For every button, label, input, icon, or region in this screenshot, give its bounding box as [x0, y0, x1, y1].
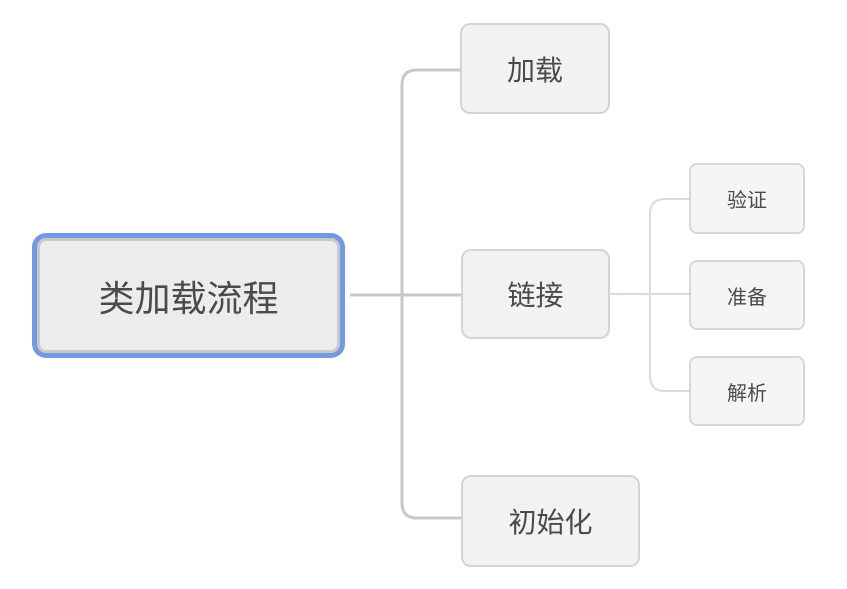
- root-node-label: 类加载流程: [98, 277, 279, 319]
- node-load-label: 加载: [506, 54, 563, 86]
- node-link[interactable]: 链接: [461, 249, 610, 339]
- node-initialize-label: 初始化: [508, 507, 593, 538]
- node-verify-label: 验证: [727, 190, 767, 212]
- node-verify[interactable]: 验证: [689, 163, 805, 234]
- node-prepare[interactable]: 准备: [689, 260, 805, 330]
- connector-subtrunk-verify-resolve: [649, 198, 690, 392]
- node-resolve[interactable]: 解析: [689, 356, 805, 426]
- node-initialize[interactable]: 初始化: [461, 475, 640, 567]
- root-node-class-loading-process[interactable]: 类加载流程: [37, 238, 340, 353]
- node-prepare-label: 准备: [727, 286, 767, 309]
- connector-trunk-load-init: [400, 68, 462, 520]
- node-load[interactable]: 加载: [460, 23, 610, 114]
- node-resolve-label: 解析: [727, 382, 767, 405]
- node-link-label: 链接: [507, 280, 564, 311]
